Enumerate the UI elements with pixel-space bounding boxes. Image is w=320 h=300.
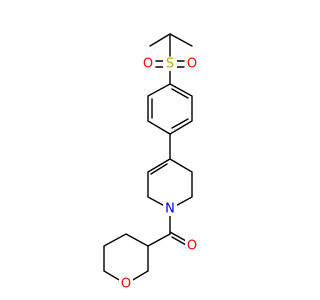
tetrahydropyridine-double [150,163,168,175]
sulfonyl-oxygen-right-label: O [187,57,197,72]
sulfur-label: S [166,57,174,72]
oxane-ring [103,233,149,285]
ring-oxygen-label: O [121,277,131,292]
benzene-ring [147,83,193,135]
structure-svg: S O O N O O [103,33,199,292]
bond-carbonyl-oxane [147,233,171,247]
bond-carbonyl-o-a [169,231,187,242]
atom-ring-oxygen: O [119,277,133,292]
bond-methyl-left [149,33,171,47]
benzene-double-1 [171,88,189,99]
sulfonyl-oxygen-left-label: O [143,57,153,72]
atom-amide-nitrogen: N [163,202,177,217]
atom-carbonyl-oxygen: O [185,239,199,254]
atom-sulfur: S [163,57,177,72]
benzene-double-2 [171,118,189,129]
bond-methyl-right [169,33,193,47]
molecule-diagram: S O O N O O [103,33,199,292]
bond-carbonyl-o-b [171,236,187,246]
atom-sulfonyl-oxygen-right: O [185,57,199,72]
atom-sulfonyl-oxygen-left: O [141,57,155,72]
amide-nitrogen-label: N [165,202,175,217]
carbonyl-oxygen-label: O [187,239,197,254]
